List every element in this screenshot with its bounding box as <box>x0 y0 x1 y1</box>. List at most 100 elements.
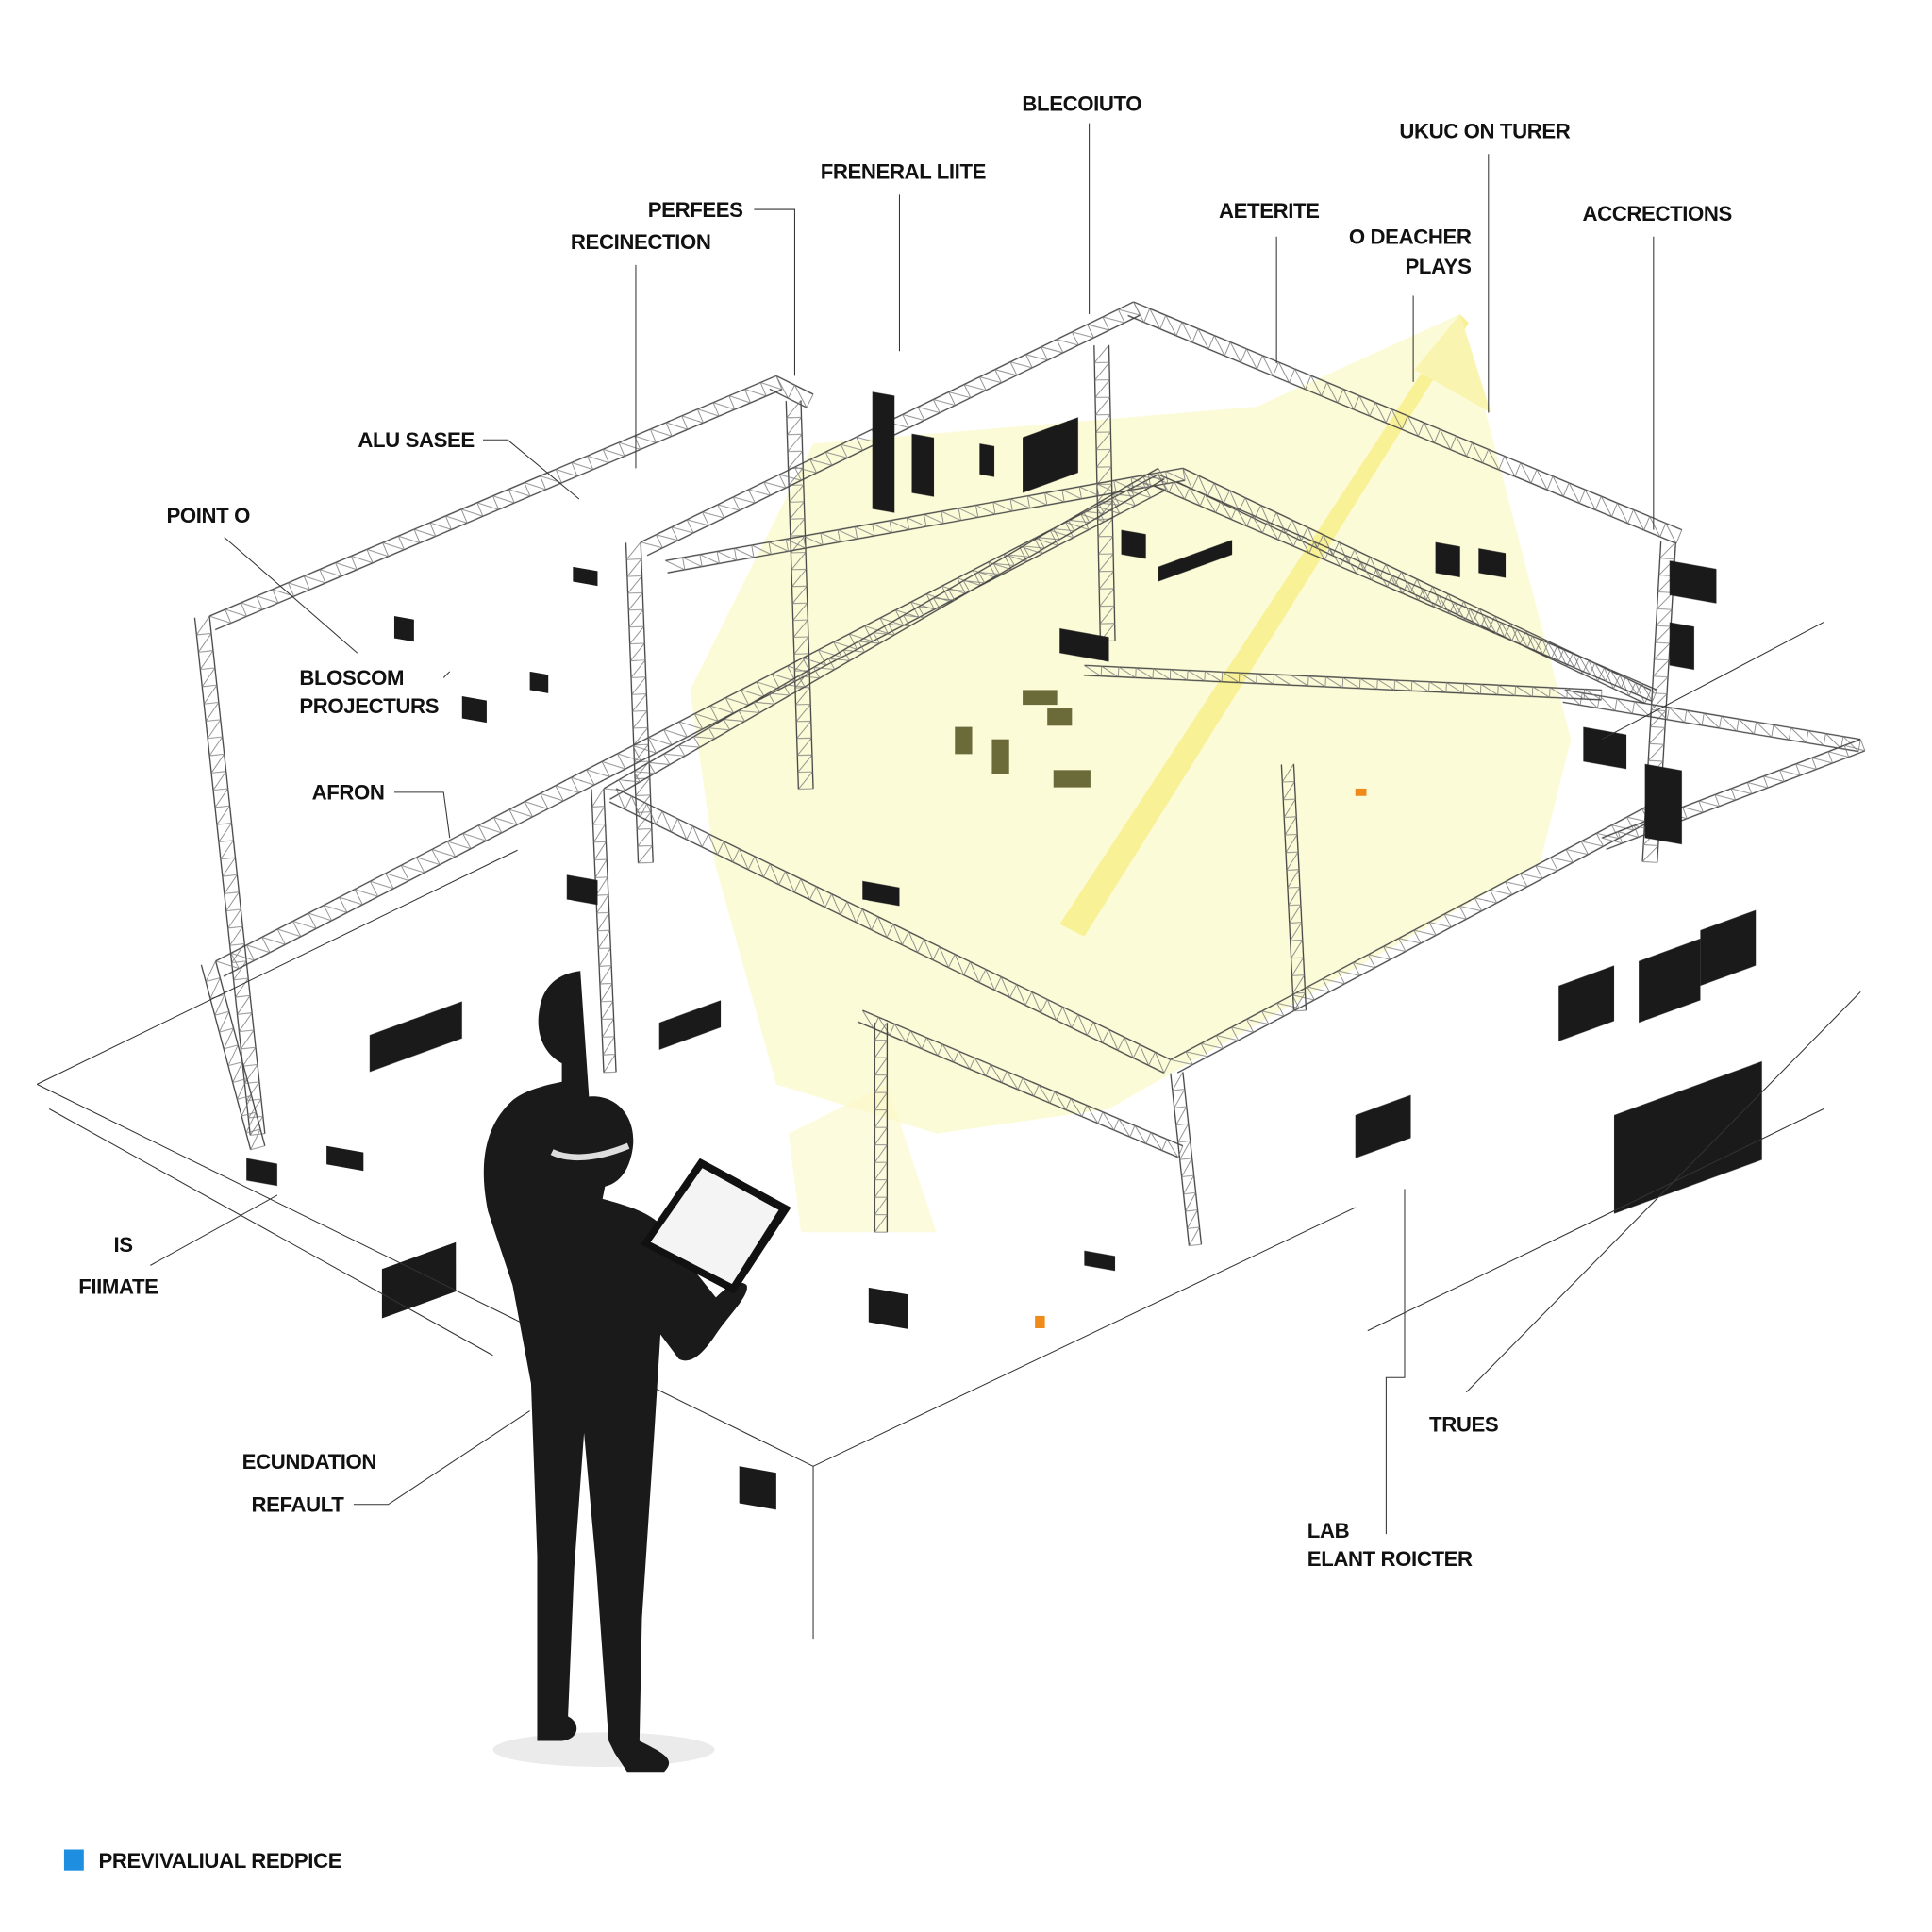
truss-member <box>205 960 216 982</box>
truss-member <box>800 400 814 789</box>
truss-member <box>370 880 394 890</box>
truss-member <box>1811 758 1817 770</box>
truss-member <box>925 593 950 602</box>
truss-member <box>1093 345 1102 641</box>
truss-member <box>1044 492 1065 503</box>
truss-member <box>665 422 688 430</box>
truss-member <box>196 615 210 636</box>
truss-member <box>618 441 625 457</box>
truss-member <box>276 928 286 945</box>
truss-member <box>1698 800 1720 808</box>
label-bloscom: BLOSCOM <box>299 666 404 690</box>
truss-member <box>1054 1091 1067 1110</box>
truss-member <box>1323 534 1333 557</box>
truss-member <box>239 1029 255 1032</box>
truss-member <box>556 469 578 477</box>
truss-member <box>1597 667 1605 682</box>
truss-member <box>886 924 894 938</box>
truss-member <box>1102 316 1110 331</box>
truss-member <box>918 606 925 618</box>
truss-member <box>641 541 663 549</box>
truss-member <box>1557 645 1568 667</box>
truss-member <box>1200 1042 1224 1049</box>
truss-member <box>617 753 626 770</box>
truss-member <box>1322 978 1330 992</box>
label-lab: LAB <box>1307 1519 1350 1542</box>
truss-member <box>1213 335 1225 357</box>
truss-member <box>1112 493 1120 506</box>
truss-member <box>634 743 649 762</box>
truss-member <box>1113 493 1135 497</box>
truss-member <box>1443 913 1452 928</box>
truss-member <box>671 818 678 833</box>
truss-member <box>665 559 686 571</box>
truss-member <box>678 744 686 757</box>
truss-member <box>1229 341 1241 363</box>
truss-member <box>856 908 863 923</box>
truss-member <box>744 389 767 397</box>
truss-member <box>431 849 441 865</box>
truss-member <box>225 891 240 911</box>
truss-member <box>1049 1091 1056 1104</box>
truss-member <box>429 522 437 537</box>
truss-member <box>241 602 247 617</box>
truss-member <box>1153 668 1171 680</box>
truss-member <box>232 1061 243 1083</box>
truss-member <box>1087 324 1109 331</box>
truss-member <box>1526 636 1533 648</box>
truss-member <box>874 1109 888 1128</box>
truss-member <box>1447 593 1458 615</box>
truss-member <box>493 817 518 825</box>
truss-member <box>1473 608 1480 623</box>
truss-member <box>1286 851 1299 854</box>
truss-member <box>1034 538 1043 554</box>
equipment-block <box>573 566 598 587</box>
truss-member <box>242 1111 257 1117</box>
truss-member <box>1292 534 1299 547</box>
legend: PREVIVALIUAL REDPICE <box>63 1849 342 1873</box>
truss-member <box>648 761 671 765</box>
truss-member <box>663 729 673 745</box>
truss-member <box>1291 974 1305 976</box>
truss-member <box>308 912 317 929</box>
truss-member <box>1034 538 1058 546</box>
truss-member <box>1652 676 1669 693</box>
truss-member <box>1754 722 1757 735</box>
equipment-block <box>381 1241 457 1319</box>
truss-member <box>699 554 703 567</box>
label-fiimate: FIIMATE <box>78 1274 158 1298</box>
truss-member <box>239 1012 253 1032</box>
equipment-block <box>1639 939 1701 1024</box>
truss-member <box>630 659 646 661</box>
truss-member <box>631 795 641 818</box>
truss-member <box>397 536 405 550</box>
truss-member <box>1072 331 1094 339</box>
equipment-block <box>1614 1060 1762 1214</box>
truss-member <box>794 384 808 408</box>
truss-member <box>224 1044 239 1050</box>
truss-member <box>1657 592 1674 609</box>
truss-member <box>1118 308 1141 316</box>
truss-member <box>1562 482 1570 497</box>
truss-member <box>748 489 771 496</box>
truss-member <box>1324 548 1330 560</box>
truss-member <box>1520 462 1532 484</box>
truss-member <box>1827 751 1849 758</box>
truss-member <box>1515 685 1533 697</box>
truss-member <box>1246 514 1253 526</box>
truss-member <box>1325 676 1343 689</box>
truss-member <box>1605 669 1611 682</box>
truss-member <box>798 675 806 688</box>
truss-member <box>618 779 625 791</box>
truss-member <box>1567 688 1585 700</box>
truss-member <box>787 434 803 452</box>
truss-member <box>1578 489 1586 504</box>
truss-member <box>741 689 765 698</box>
stage-prop <box>955 726 973 755</box>
truss-member <box>902 931 909 945</box>
truss-member <box>1236 508 1248 526</box>
truss-member <box>985 1064 991 1076</box>
truss-member <box>686 519 694 534</box>
truss-member <box>304 575 326 584</box>
truss-member <box>1807 730 1824 746</box>
